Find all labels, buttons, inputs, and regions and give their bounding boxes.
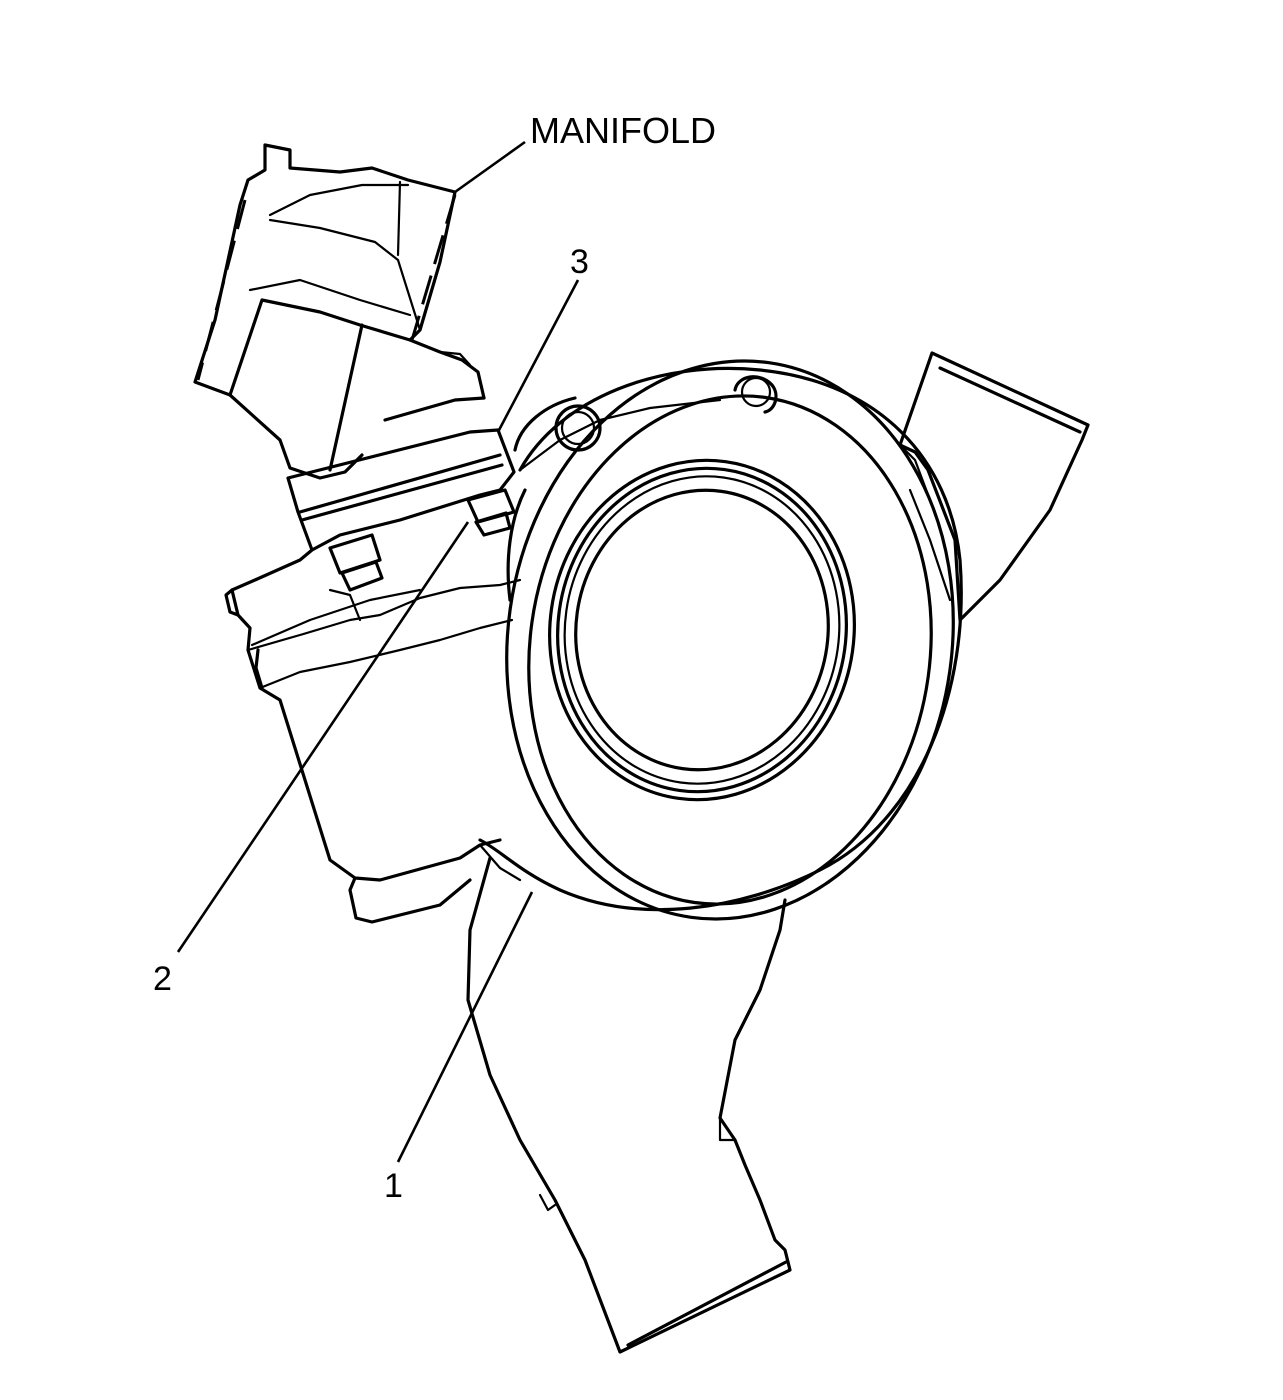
manifold-label: MANIFOLD — [530, 110, 716, 151]
leader-2 — [176, 521, 470, 953]
turbine-housing — [224, 548, 522, 924]
leader-3 — [496, 279, 580, 433]
leader-lines — [176, 140, 580, 1163]
exhaust-manifold — [193, 143, 486, 480]
compressor-inlet-tube — [898, 351, 1090, 622]
callout-1-label: 1 — [384, 1167, 403, 1205]
callout-3-label: 3 — [570, 243, 589, 281]
callout-2-label: 2 — [153, 960, 172, 998]
flange-gasket — [286, 428, 516, 552]
leader-manifold — [454, 140, 526, 194]
callout-labels: MANIFOLD 3 2 1 — [153, 110, 716, 1205]
compressor-housing — [478, 359, 963, 921]
flange-nuts — [328, 488, 516, 592]
housing-bolts — [554, 375, 778, 452]
outlet-elbow-pipe — [466, 856, 792, 1354]
leader-1 — [396, 891, 534, 1163]
